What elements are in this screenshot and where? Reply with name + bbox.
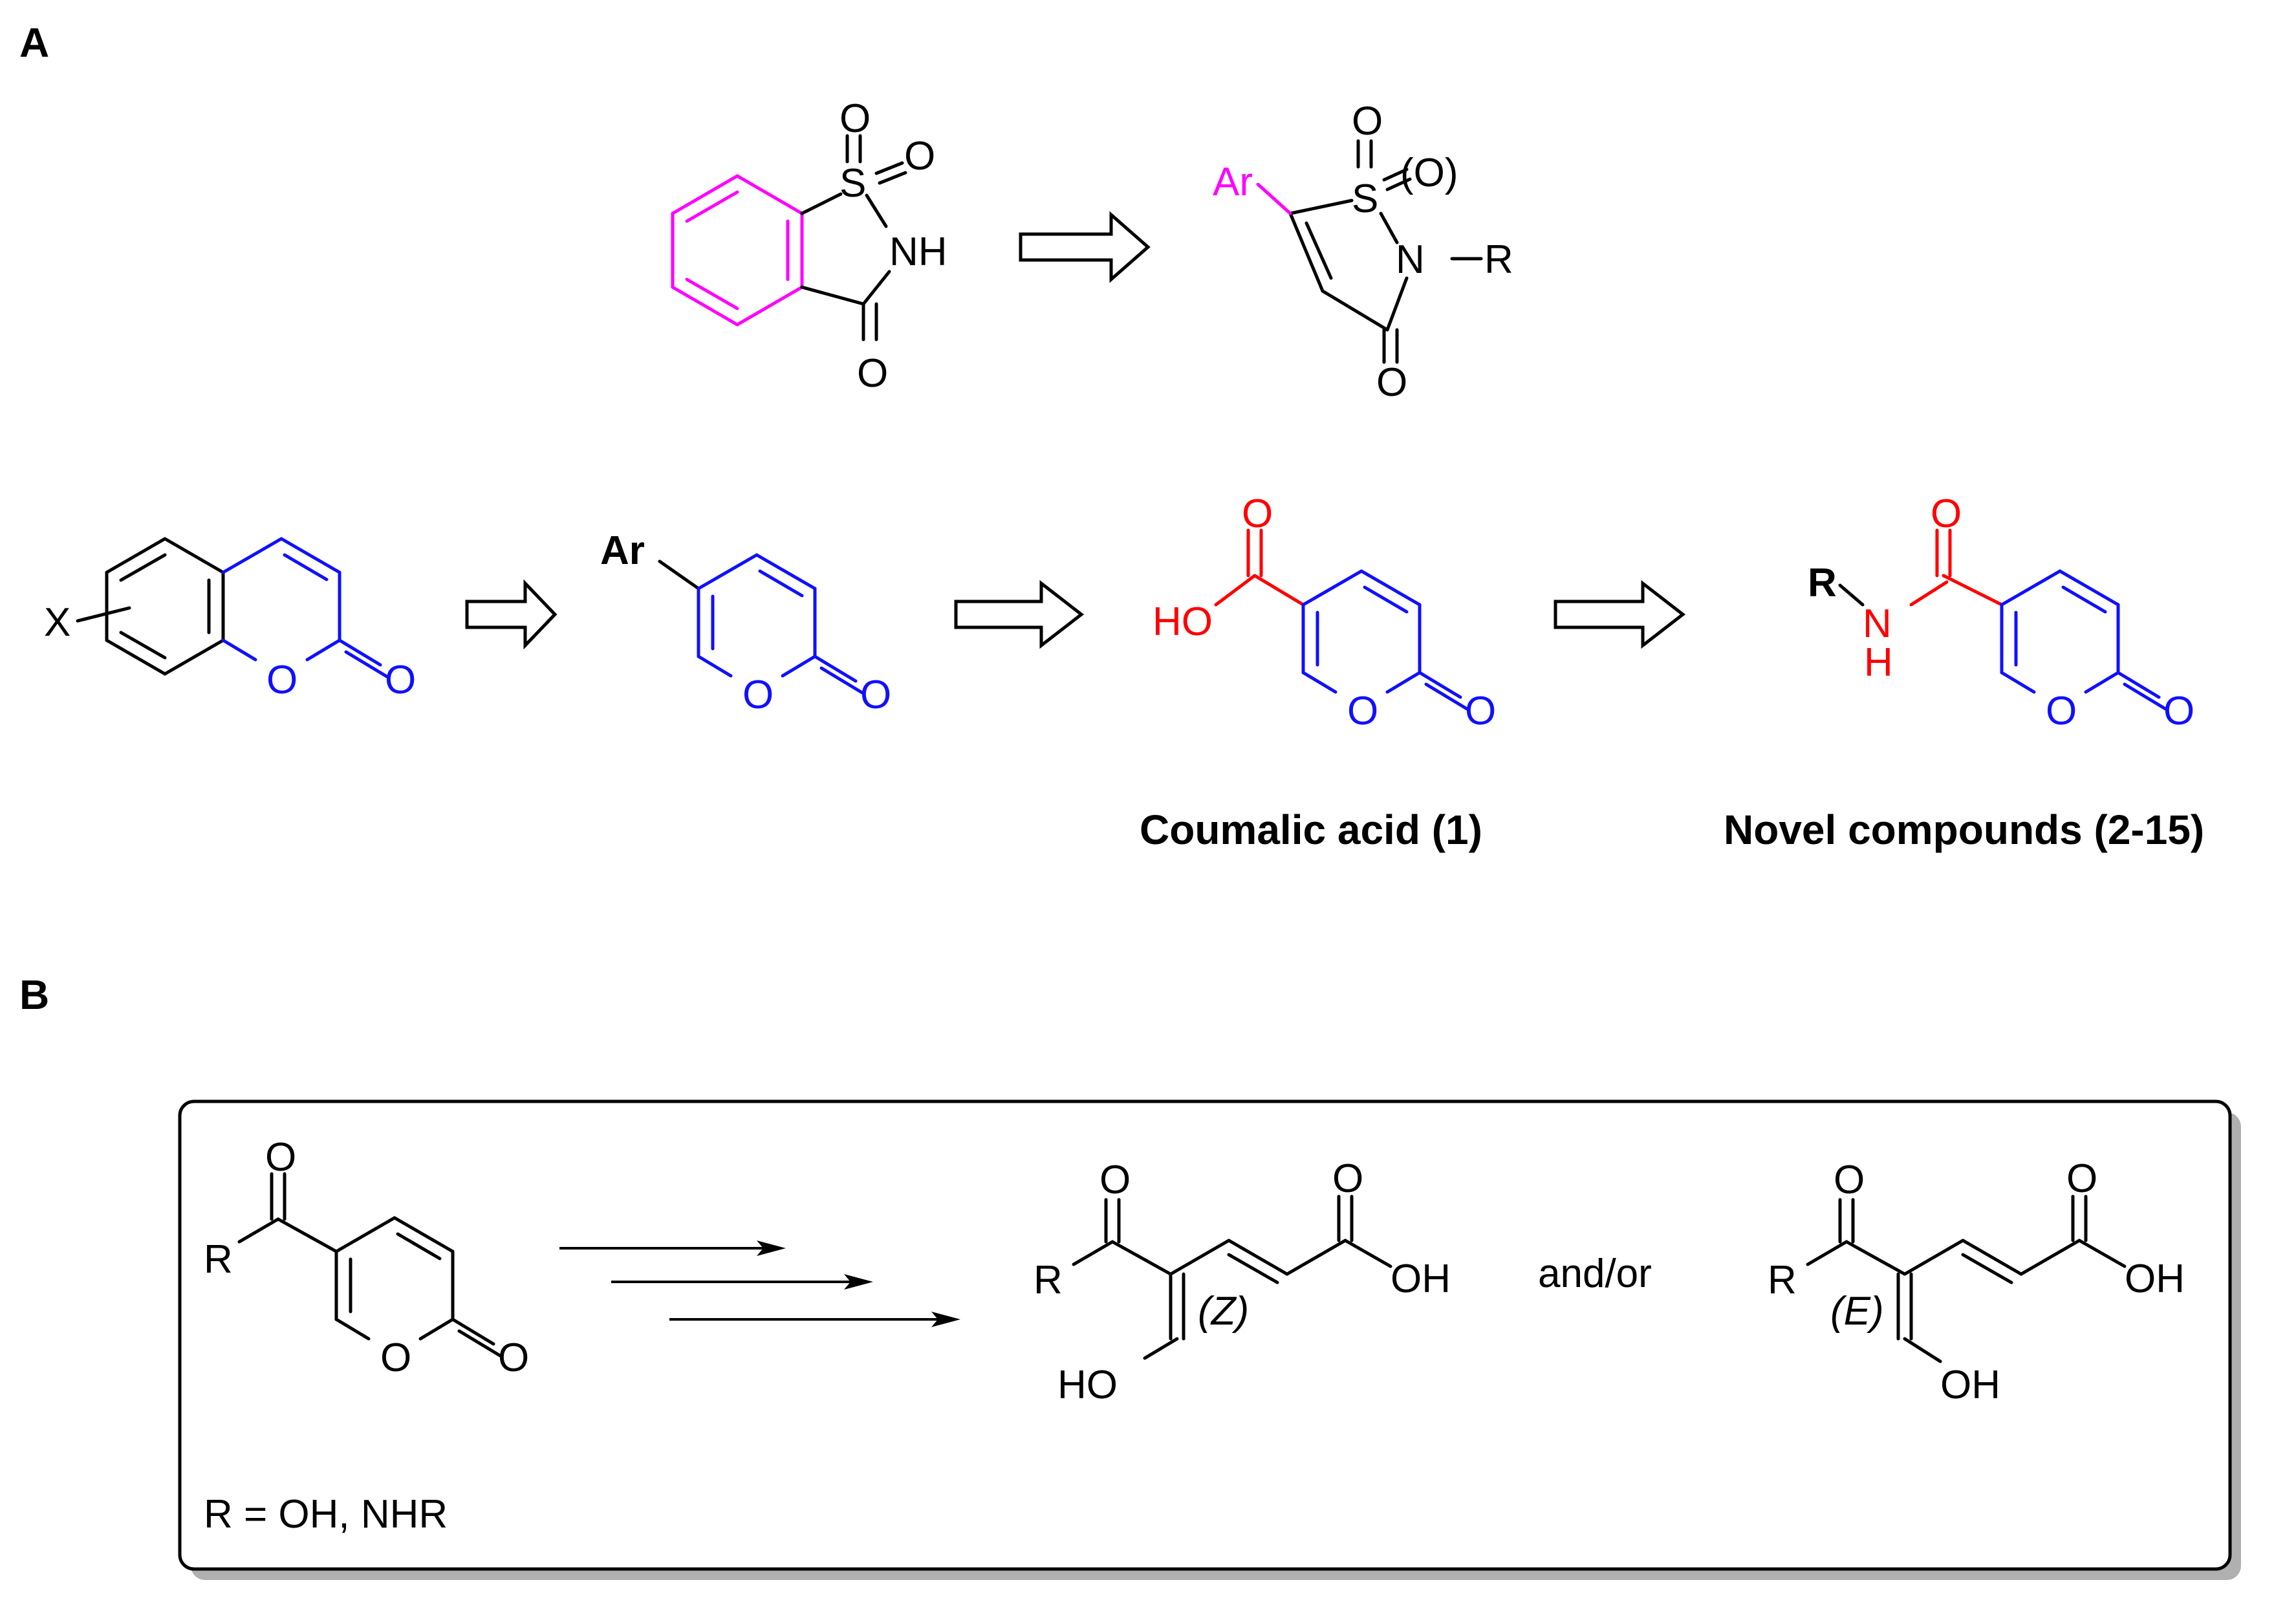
coumalic-acid-structure: O HO O O (1153, 492, 1496, 733)
panel-b-start-r: R (204, 1237, 233, 1282)
and-or-text: and/or (1538, 1251, 1652, 1296)
novel-compound-r: R (1808, 561, 1837, 605)
coumalic-acid-lactone-o: O (1465, 689, 1496, 733)
coumalic-acid-ho: HO (1153, 600, 1213, 644)
isothiazolone-o3: O (1376, 360, 1407, 405)
novel-compound-ring-o: O (2046, 689, 2077, 733)
saccharin-o3: O (857, 351, 888, 396)
z-product-r: R (1034, 1258, 1063, 1303)
isothiazolone-paren-o: (O) (1400, 151, 1458, 195)
z-product-ho: HO (1057, 1363, 1118, 1407)
panel-b-r-definition: R = OH, NHR (204, 1492, 448, 1537)
e-label: (E) (1830, 1289, 1884, 1334)
coumalic-acid-carbonyl-o: O (1242, 492, 1273, 536)
panel-b-start-carbonyl-o: O (265, 1135, 296, 1180)
coumarin-x: X (44, 600, 70, 645)
ar-label-pyranone: Ar (600, 528, 645, 573)
z-product-acid-o: O (1332, 1156, 1363, 1201)
panel-b-starting-pyranone: O R O O (204, 1135, 529, 1380)
novel-compound-h: H (1864, 640, 1893, 685)
e-product-r: R (1768, 1258, 1797, 1303)
aryl-pyranone-structure: Ar O O (600, 528, 891, 717)
z-product-oh: OH (1391, 1257, 1451, 1301)
e-product-oh-lower: OH (1940, 1363, 2000, 1407)
coumarin-structure: X O O (44, 537, 416, 702)
isothiazolone-n: N (1396, 237, 1425, 282)
novel-compound-lactone-o: O (2163, 689, 2194, 733)
arrow-1 (1019, 211, 1151, 283)
saccharin-s: S (839, 161, 866, 206)
isothiazolone-s: S (1352, 177, 1378, 221)
saccharin-o2: O (904, 134, 935, 179)
e-product-carbonyl-o: O (1834, 1158, 1865, 1202)
novel-compound-structure: R N H O O O (1808, 492, 2194, 733)
aryl-pyranone-carbonyl-o: O (860, 673, 891, 717)
panel-b-start-ring-o: O (380, 1336, 411, 1380)
isothiazolone-r: R (1484, 237, 1513, 282)
e-product-oh: OH (2125, 1257, 2185, 1301)
e-product-acid-o: O (2066, 1156, 2097, 1201)
isothiazolone-o1: O (1352, 99, 1383, 144)
caption-novel-compounds: Novel compounds (2-15) (1724, 806, 2204, 853)
ar-label-top: Ar (1213, 160, 1253, 204)
saccharin-o1: O (839, 96, 871, 141)
e-isomer-product: O R O OH (E) OH (1768, 1156, 2185, 1407)
novel-compound-carbonyl-o: O (1931, 492, 1962, 536)
saccharin-nh: NH (889, 230, 948, 274)
z-product-carbonyl-o: O (1099, 1158, 1131, 1202)
z-label: (Z) (1198, 1289, 1249, 1334)
novel-compound-n: N (1863, 601, 1892, 646)
panel-label-a: A (19, 19, 49, 66)
saccharin-structure: S O O NH O (671, 96, 948, 396)
panel-b-box (178, 1099, 2232, 1571)
multi-step-arrows (559, 1240, 960, 1327)
coumarin-ring-o: O (266, 658, 298, 702)
caption-coumalic-acid: Coumalic acid (1) (1140, 806, 1482, 853)
aryl-pyranone-ring-o: O (742, 673, 774, 717)
coumarin-carbonyl-o: O (385, 658, 416, 702)
panel-b-start-lactone-o: O (498, 1336, 529, 1380)
arrow-2 (465, 579, 558, 650)
isothiazolone-structure: Ar S O (O) N R O (1213, 99, 1513, 405)
panel-label-b: B (19, 971, 49, 1018)
arrow-3 (954, 579, 1085, 649)
coumalic-acid-ring-o: O (1347, 689, 1378, 733)
z-isomer-product: O R O OH (Z) HO (1034, 1156, 1451, 1407)
arrow-4 (1554, 579, 1686, 649)
